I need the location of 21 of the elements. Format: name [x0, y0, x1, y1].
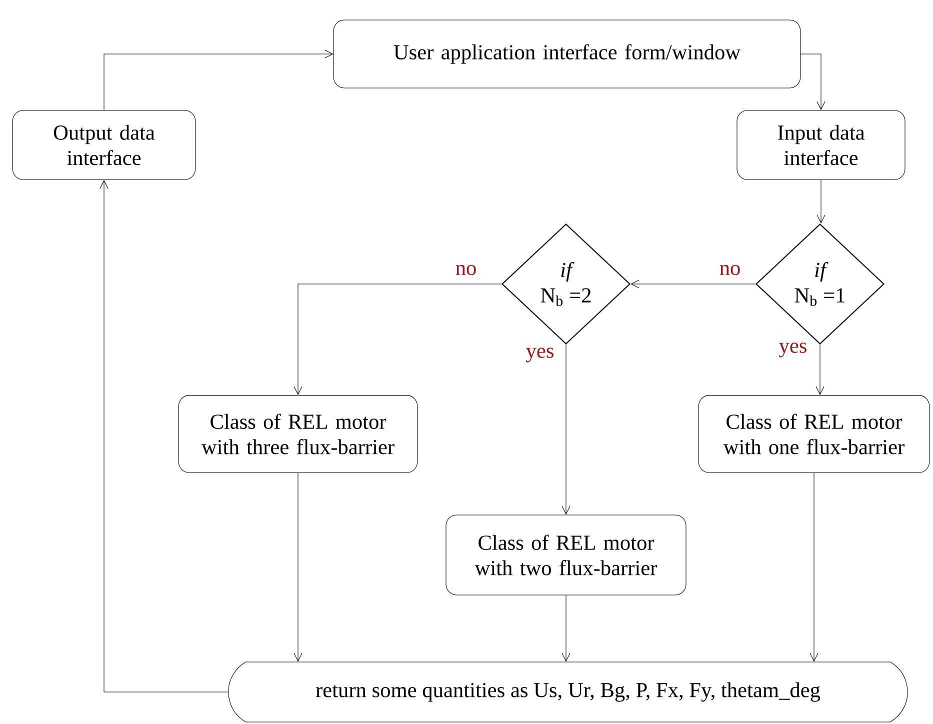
- process-box: Output data interface: [12, 110, 196, 180]
- edge-label: no: [718, 264, 742, 276]
- arrow: [294, 472, 302, 662]
- process-box: User application interface form/window: [333, 20, 801, 88]
- arrow: [816, 180, 826, 224]
- process-box: Class of REL motor with two flux-barrier: [446, 514, 686, 596]
- arrow: [816, 344, 824, 396]
- terminal-box: return some quantities as Us, Ur, Bg, P, Fx, Fy, thetam_deg: [228, 662, 908, 722]
- edge-label: yes: [524, 346, 556, 364]
- arrow: [630, 280, 756, 288]
- process-box: Input data interface: [736, 110, 906, 180]
- arrow: [294, 284, 502, 396]
- arrow: [104, 50, 334, 110]
- process-box: Class of REL motor with one flux-barrier: [698, 395, 930, 473]
- arrow: [100, 180, 228, 692]
- edge-label: no: [454, 264, 478, 276]
- arrow: [810, 472, 818, 662]
- arrow: [562, 595, 570, 662]
- arrow: [800, 54, 826, 110]
- process-box: Class of REL motor with three flux-barrier: [178, 395, 418, 473]
- arrow: [562, 344, 570, 515]
